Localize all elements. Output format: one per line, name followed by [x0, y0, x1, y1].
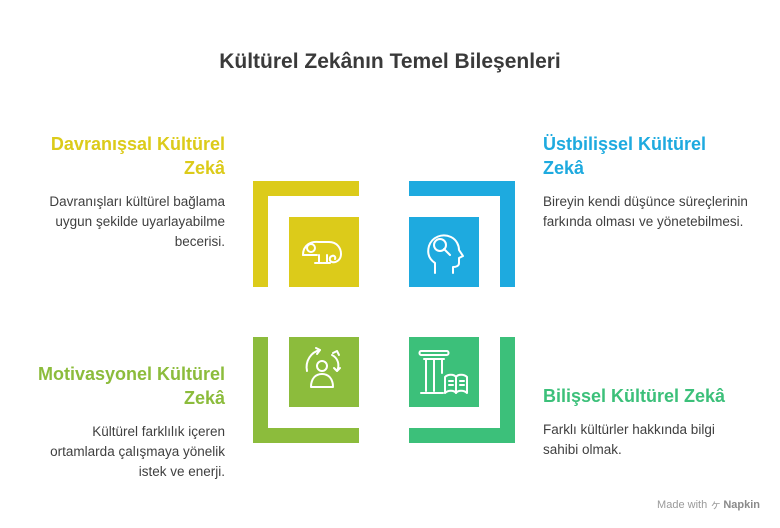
- metacognitive-frame: [409, 181, 515, 287]
- motivational-tile: [289, 337, 359, 407]
- motivational-heading: Motivasyonel Kültürel Zekâ: [37, 364, 225, 408]
- napkin-logo-icon: ヶ: [710, 499, 722, 511]
- behavioral-heading: Davranışsal Kültürel Zekâ: [50, 134, 225, 178]
- chameleon-icon: [302, 240, 342, 264]
- metacognitive-heading: Üstbilişsel Kültürel Zekâ: [543, 134, 707, 178]
- motivation-cycle-icon: [305, 347, 341, 388]
- cognitive-frame: [409, 337, 515, 443]
- behavioral-description: Davranışları kültürel bağlama uygun şeki…: [49, 194, 225, 249]
- motivational-frame: [253, 337, 359, 443]
- cognitive-tile: [409, 337, 479, 407]
- cognitive-heading: Bilişsel Kültürel Zekâ: [543, 386, 726, 406]
- brand-label: Napkin: [723, 499, 760, 511]
- made-with-label: Made with: [657, 499, 708, 511]
- behavioral-tile: [289, 217, 359, 287]
- metacognitive-description: Bireyin kendi düşünce süreçlerinin farkı…: [543, 194, 748, 229]
- footer: Made with ヶ Napkin: [657, 496, 760, 512]
- head-magnifier-icon: [427, 234, 464, 274]
- motivational-description: Kültürel farklılık içeren ortamlarda çal…: [50, 424, 225, 479]
- column-book-icon: [418, 350, 468, 394]
- behavioral-frame: [253, 181, 359, 287]
- diagram-title: Kültürel Zekânın Temel Bileşenleri: [219, 50, 561, 73]
- cognitive-description: Farklı kültürler hakkında bilgi sahibi o…: [543, 422, 715, 457]
- metacognitive-tile: [409, 217, 479, 287]
